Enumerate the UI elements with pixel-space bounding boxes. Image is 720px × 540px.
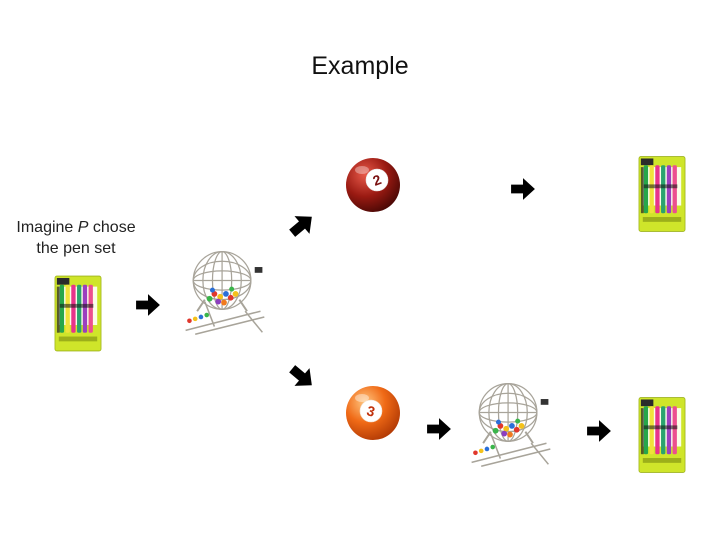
- pen-set-icon: [638, 155, 686, 233]
- bingo-cage-icon: [462, 376, 558, 472]
- pen-set-icon: [54, 275, 102, 352]
- arrow-right-icon: [426, 414, 452, 444]
- caption-variable: P: [77, 219, 89, 236]
- arrow-down-right-icon: [282, 357, 323, 398]
- bingo-ball-icon-2: 2: [346, 158, 400, 212]
- caption: Imagine P chose the pen set: [8, 217, 144, 259]
- arrow-up-right-icon: [282, 205, 323, 246]
- pen-set-icon: [638, 396, 686, 474]
- arrow-right-icon: [586, 416, 612, 446]
- caption-prefix: Imagine: [16, 219, 78, 236]
- caption-line-2: the pen set: [36, 240, 116, 257]
- bingo-cage-icon: [176, 244, 272, 340]
- caption-line-1: Imagine P chose: [8, 217, 144, 238]
- ball-3-label: 3: [365, 402, 377, 420]
- bingo-ball-icon-3: 3: [346, 386, 400, 440]
- arrow-right-icon: [510, 174, 536, 204]
- arrow-right-icon: [135, 290, 161, 320]
- caption-suffix: chose: [88, 219, 136, 236]
- slide-title: Example: [311, 52, 409, 80]
